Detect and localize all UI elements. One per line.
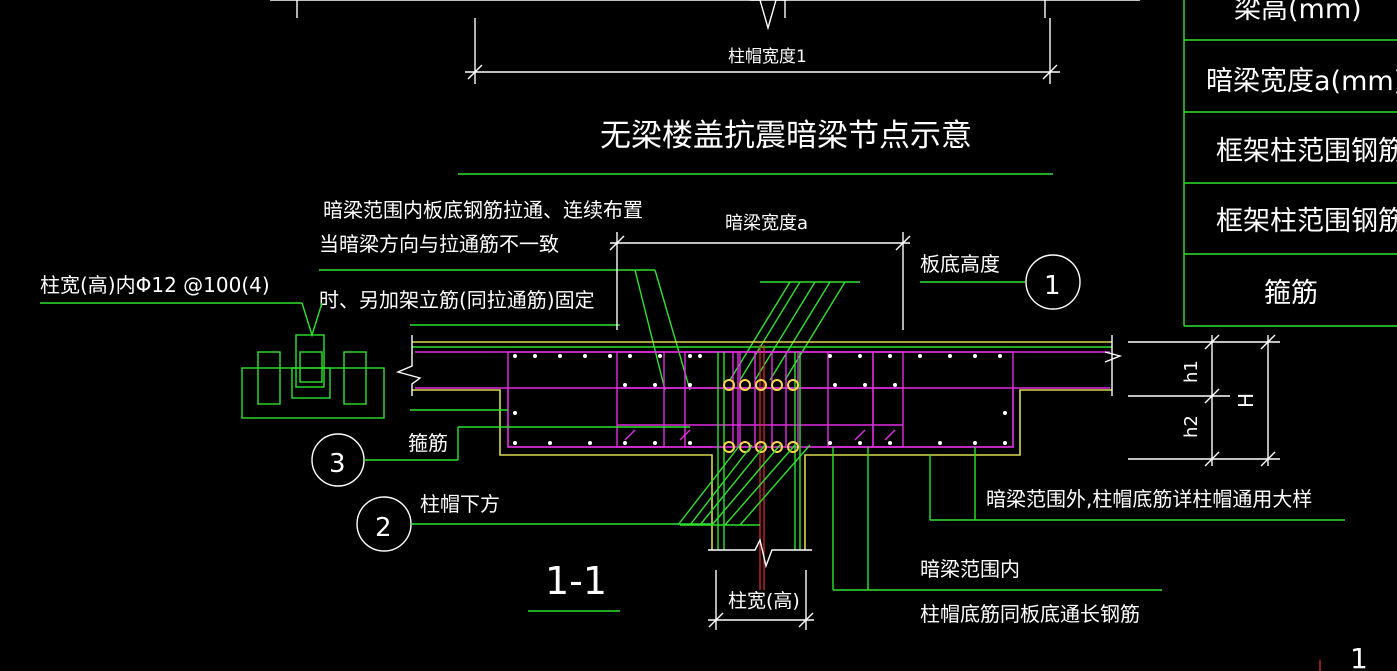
slab-bottom-height-label: 板底高度 [920,252,1000,276]
note-line-1: 暗梁范围内板底钢筋拉通、连续布置 [323,198,643,222]
h1-label: h1 [1181,360,1202,383]
callout-2: 2 [356,496,712,552]
table-row-column-rebar-1: 框架柱范围钢筋 [1216,136,1397,167]
drawing-title: 无梁楼盖抗震暗梁节点示意 [600,118,972,154]
rebar-dots [513,354,1007,445]
right-leaders [832,447,1345,591]
callout-1: 1 [1025,254,1081,310]
column-width-label: 柱宽(高) [728,590,800,612]
table-row-dark-beam-width: 暗梁宽度a(mm) [1206,66,1397,97]
cap-width-label: 柱帽宽度1 [728,47,807,67]
inside-beam-note: 暗梁范围内 [920,557,1020,581]
column-stirrup-plan [241,334,385,419]
h2-label: h2 [1181,415,1202,438]
table-row-stirrup: 箍筋 [1264,278,1318,309]
section-label: 1-1 [545,559,607,603]
bar-hatches [624,429,896,441]
height-dimensions: h1 h2 H [1128,334,1280,467]
parameter-table: 梁高(mm) 暗梁宽度a(mm) 框架柱范围钢筋 框架柱范围钢筋 箍筋 [1183,0,1397,327]
stirrup-label: 箍筋 [408,431,448,455]
diagonal-rebars-lower [677,444,811,526]
table-row-beam-height: 梁高(mm) [1234,0,1362,25]
cap-below-label: 柱帽下方 [420,492,500,516]
left-stirrup-note: 柱宽(高)内Φ12 @100(4) [40,273,323,338]
column-dimension: 柱宽(高) [708,537,814,630]
dark-beam-width-dimension: 暗梁宽度a [609,213,911,330]
H-label: H [1234,393,1258,408]
callout-2-label: 2 [375,513,392,543]
cap-width-dimension: 柱帽宽度1 [270,0,1140,84]
note-line-2: 当暗梁方向与拉通筋不一致 [319,232,559,256]
corner-mark: 1 [1350,642,1368,671]
note-line-3: 时、另加架立筋(同拉通筋)固定 [319,288,595,312]
callout-3-label: 3 [329,449,346,479]
rebar-notes: 暗梁范围内板底钢筋拉通、连续布置 当暗梁方向与拉通筋不一致 时、另加架立筋(同拉… [319,198,691,391]
slab-section [395,335,1123,590]
outside-beam-note: 暗梁范围外,柱帽底筋详柱帽通用大样 [986,487,1312,511]
callout-1-label: 1 [1044,271,1061,301]
dark-beam-width-label: 暗梁宽度a [725,213,808,234]
table-row-column-rebar-2: 框架柱范围钢筋 [1216,206,1397,237]
stirrup-spec-label: 柱宽(高)内Φ12 @100(4) [40,273,270,297]
dark-beam-main-bars [723,379,799,453]
cap-bottom-bars-note: 柱帽底筋同板底通长钢筋 [920,602,1140,626]
callout-3: 3 [311,426,690,487]
